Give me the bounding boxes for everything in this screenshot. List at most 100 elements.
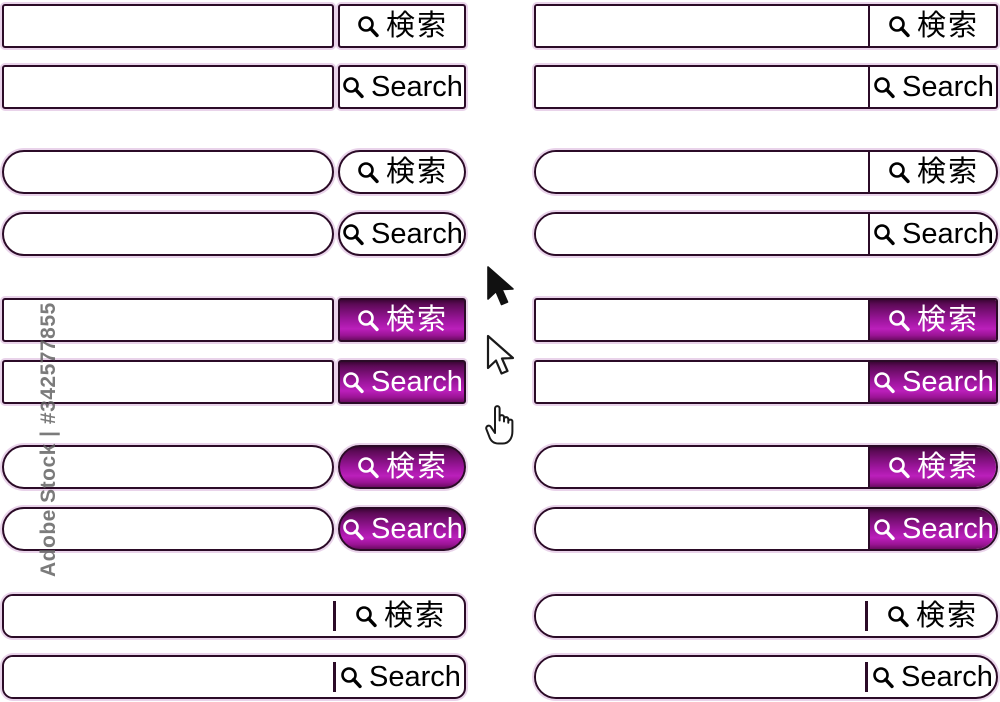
left-group-5-en-bar[interactable]: Search [2,655,466,699]
search-button[interactable]: 検索 [870,300,996,340]
search-icon [872,75,896,99]
label-text: Search [369,660,461,693]
search-button-label: Search [339,660,461,693]
search-icon [341,75,365,99]
search-input[interactable] [536,657,865,697]
divider [868,362,870,402]
label-text: Search [901,660,993,693]
arrow-filled-cursor [484,265,518,314]
search-button[interactable]: Search [338,360,466,404]
search-input[interactable] [536,152,868,192]
label-text: 検索 [916,9,979,42]
label-text: Search [371,512,463,545]
search-button[interactable]: 検索 [336,596,464,636]
search-button[interactable]: 検索 [870,447,996,487]
search-button-label: 検索 [887,450,979,483]
label-text: Search [371,70,463,103]
search-icon [356,455,380,479]
search-input[interactable] [2,65,334,109]
search-icon [887,308,911,332]
search-icon [872,370,896,394]
right-group-1-en-bar[interactable]: Search [534,65,998,109]
search-icon [871,665,895,689]
right-group-1-jp-bar[interactable]: 検索 [534,4,998,48]
search-button[interactable]: 検索 [338,445,466,489]
search-icon [887,455,911,479]
right-group-3-en-bar[interactable]: Search [534,360,998,404]
search-button[interactable]: Search [870,362,996,402]
search-button[interactable]: Search [870,509,996,549]
search-button[interactable]: 検索 [338,150,466,194]
divider [865,662,868,692]
search-input[interactable] [2,360,334,404]
search-input[interactable] [536,509,868,549]
search-button[interactable]: 検索 [870,6,996,46]
search-button[interactable]: Search [338,507,466,551]
search-input[interactable] [4,657,333,697]
label-text: 検索 [916,450,979,483]
search-button[interactable]: Search [338,65,466,109]
search-button[interactable]: Search [336,657,464,697]
search-button[interactable]: Search [338,212,466,256]
divider [333,662,336,692]
search-icon [887,160,911,184]
search-button-label: Search [341,70,463,103]
search-input[interactable] [2,212,334,256]
label-text: Search [902,365,994,398]
search-button-label: Search [341,512,463,545]
search-input[interactable] [2,150,334,194]
divider [333,601,336,631]
search-input[interactable] [536,67,868,107]
search-button-label: 検索 [887,155,979,188]
search-button[interactable]: Search [868,657,996,697]
label-text: 検索 [385,450,448,483]
right-group-3-jp-bar[interactable]: 検索 [534,298,998,342]
label-text: 検索 [916,303,979,336]
search-input[interactable] [2,4,334,48]
search-input[interactable] [2,507,334,551]
search-button[interactable]: Search [870,67,996,107]
search-input[interactable] [2,445,334,489]
search-input[interactable] [536,362,868,402]
search-input[interactable] [536,6,868,46]
right-group-5-en-bar[interactable]: Search [534,655,998,699]
search-input[interactable] [536,447,868,487]
label-text: 検索 [916,155,979,188]
search-input[interactable] [536,300,868,340]
right-group-2-jp-bar[interactable]: 検索 [534,150,998,194]
search-button-label: 検索 [356,305,448,335]
label-text: Search [902,512,994,545]
search-icon [356,160,380,184]
search-button[interactable]: 検索 [870,152,996,192]
search-input[interactable] [2,298,334,342]
search-button-label: Search [341,367,463,397]
divider [868,509,870,549]
search-button[interactable]: 検索 [338,298,466,342]
search-button-label: Search [872,512,994,545]
right-group-2-en-bar[interactable]: Search [534,212,998,256]
divider [868,300,870,340]
stock-watermark: Adobe Stock | #342577855 [37,302,60,577]
search-button[interactable]: 検索 [868,596,996,636]
divider [868,447,870,487]
search-button[interactable]: 検索 [338,4,466,48]
search-input[interactable] [4,596,333,636]
search-button-label: 検索 [886,601,978,631]
right-group-5-jp-bar[interactable]: 検索 [534,594,998,638]
right-group-4-en-bar[interactable]: Search [534,507,998,551]
search-button-label: 検索 [356,450,448,483]
search-input[interactable] [536,214,868,254]
label-text: Search [371,217,463,250]
search-icon [356,14,380,38]
search-icon [886,604,910,628]
divider [868,214,870,254]
search-icon [339,665,363,689]
search-icon [354,604,378,628]
right-group-4-jp-bar[interactable]: 検索 [534,445,998,489]
left-group-5-jp-bar[interactable]: 検索 [2,594,466,638]
search-input[interactable] [536,596,865,636]
search-button-label: Search [341,217,463,250]
divider [868,67,870,107]
search-button[interactable]: Search [870,214,996,254]
label-text: Search [902,70,994,103]
